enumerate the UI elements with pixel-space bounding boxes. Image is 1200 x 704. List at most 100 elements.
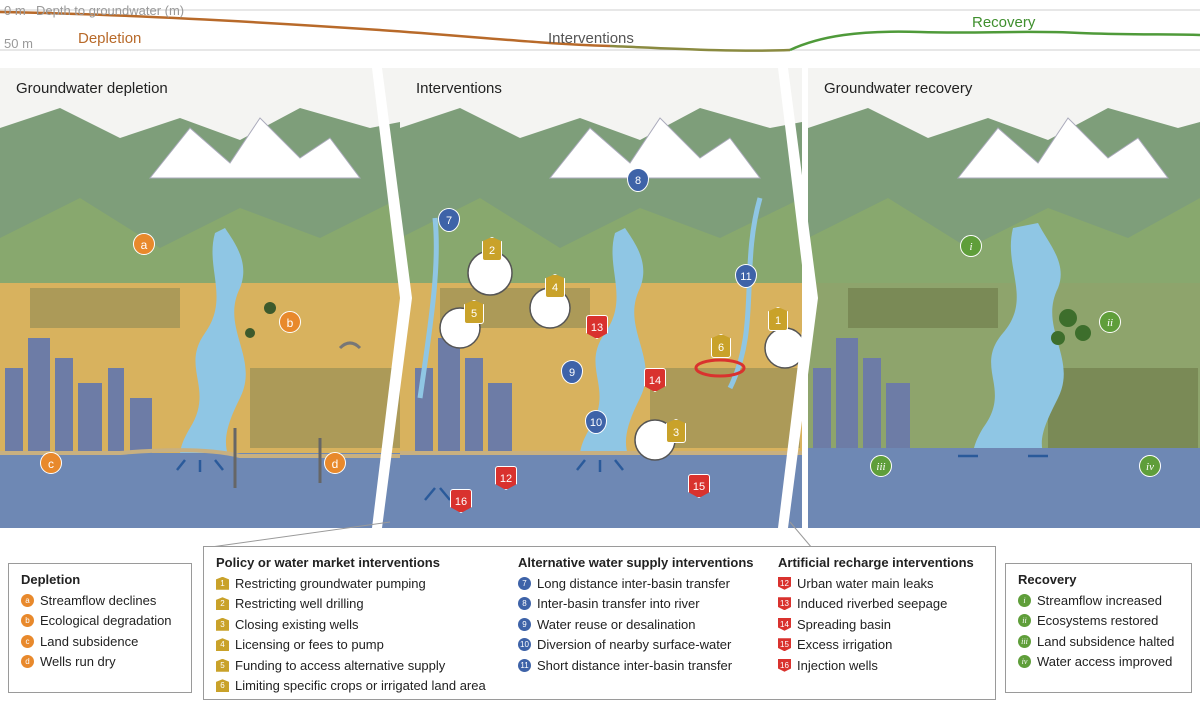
- chevron-arrow-interventions-to-recovery: [778, 68, 818, 528]
- marker-7-long-distance-transfer: 7: [438, 208, 460, 232]
- marker-ii-ecosystems-restored: ii: [1099, 311, 1121, 333]
- marker-14-spreading-basin: 14: [644, 368, 666, 392]
- legend-label: Spreading basin: [797, 616, 891, 632]
- marker-8-transfer-into-river: 8: [627, 168, 649, 192]
- marker-icon-a: a: [21, 593, 34, 607]
- legend-recovery-item: iv Water access improved: [1018, 652, 1179, 673]
- marker-icon-i: i: [1018, 593, 1031, 607]
- phase-label-recovery: Recovery: [972, 14, 1036, 31]
- marker-10-surface-water-diversion: 10: [585, 410, 607, 434]
- legend-policy-item: 2 Restricting well drilling: [216, 594, 486, 615]
- marker-icon-d: d: [21, 655, 34, 669]
- legend-recharge-item: 14 Spreading basin: [778, 614, 974, 635]
- legend-label: Ecosystems restored: [1037, 613, 1159, 629]
- legend-policy-item: 3 Closing existing wells: [216, 614, 486, 635]
- panel-title-depletion: Groundwater depletion: [16, 80, 168, 97]
- marker-11-short-distance-transfer: 11: [735, 264, 757, 288]
- depth-tick-top: 0 m: [4, 3, 26, 18]
- legend-policy-item: 1 Restricting groundwater pumping: [216, 573, 486, 594]
- phase-label-depletion: Depletion: [78, 30, 142, 47]
- legend-label: Limiting specific crops or irrigated lan…: [235, 678, 486, 694]
- panel-groundwater-recovery: Groundwater recovery i ii iii iv: [808, 68, 1200, 528]
- marker-icon-4: 4: [216, 638, 229, 652]
- marker-1-restricting-pumping: 1: [768, 307, 788, 331]
- phase-label-interventions: Interventions: [548, 30, 634, 47]
- legend-label: Closing existing wells: [235, 616, 359, 632]
- legend-label: Restricting groundwater pumping: [235, 575, 426, 591]
- depletion-landscape-illustration: [0, 68, 400, 528]
- marker-b-ecological-degradation: b: [279, 311, 301, 333]
- marker-6-limiting-crops: 6: [711, 334, 731, 358]
- chevron-arrow-depletion-to-interventions: [372, 68, 412, 528]
- marker-icon-9: 9: [518, 617, 531, 631]
- legend-label: Streamflow declines: [40, 592, 157, 608]
- marker-3-closing-wells: 3: [666, 419, 686, 443]
- legend-alternative-item: 9 Water reuse or desalination: [518, 614, 754, 635]
- marker-icon-1: 1: [216, 576, 229, 590]
- legend-recovery-item: iii Land subsidence halted: [1018, 631, 1179, 652]
- marker-icon-3: 3: [216, 617, 229, 631]
- legend-depletion-item: a Streamflow declines: [21, 590, 179, 611]
- legend-alternative-item: 11 Short distance inter-basin transfer: [518, 655, 754, 676]
- marker-a-streamflow-declines: a: [133, 233, 155, 255]
- legend-label: Inter-basin transfer into river: [537, 596, 700, 612]
- legend-alternative-column: Alternative water supply interventions 7…: [518, 555, 754, 676]
- legend-recharge-item: 12 Urban water main leaks: [778, 573, 974, 594]
- marker-icon-14: 14: [778, 617, 791, 631]
- marker-i-streamflow-increased: i: [960, 235, 982, 257]
- legend-policy-title: Policy or water market interventions: [216, 555, 440, 570]
- marker-icon-iii: iii: [1018, 634, 1031, 648]
- marker-iii-subsidence-halted: iii: [870, 455, 892, 477]
- marker-icon-11: 11: [518, 658, 531, 672]
- marker-15-excess-irrigation: 15: [688, 474, 710, 498]
- marker-5-funding-alternative: 5: [464, 300, 484, 324]
- legend-label: Land subsidence halted: [1037, 633, 1175, 649]
- marker-icon-b: b: [21, 614, 34, 628]
- marker-icon-7: 7: [518, 576, 531, 590]
- marker-icon-10: 10: [518, 638, 531, 652]
- depth-tick-bottom: 50 m: [4, 36, 33, 51]
- marker-12-main-leaks: 12: [495, 466, 517, 490]
- legend-recovery-item: i Streamflow increased: [1018, 590, 1179, 611]
- depth-to-groundwater-strip: 0 m Depth to groundwater (m) 50 m Deplet…: [0, 0, 1200, 62]
- depth-axis-title: Depth to groundwater (m): [36, 3, 185, 18]
- legend-label: Water access improved: [1037, 654, 1173, 670]
- legend-label: Wells run dry: [40, 654, 116, 670]
- panel-title-interventions: Interventions: [416, 80, 502, 97]
- marker-d-wells-run-dry: d: [324, 452, 346, 474]
- legend-connector-lines: [203, 521, 813, 549]
- marker-icon-iv: iv: [1018, 655, 1031, 669]
- legend-label: Ecological degradation: [40, 613, 172, 629]
- legend-depletion-title: Depletion: [21, 572, 81, 587]
- marker-13-riverbed-seepage: 13: [586, 315, 608, 339]
- legend-label: Urban water main leaks: [797, 575, 934, 591]
- panel-groundwater-depletion: Groundwater depletion a b c d: [0, 68, 400, 528]
- legend-label: Water reuse or desalination: [537, 616, 696, 632]
- marker-icon-12: 12: [778, 576, 791, 590]
- marker-iv-water-access-improved: iv: [1139, 455, 1161, 477]
- legend-label: Restricting well drilling: [235, 596, 364, 612]
- legend-label: Induced riverbed seepage: [797, 596, 948, 612]
- legend-label: Short distance inter-basin transfer: [537, 657, 733, 673]
- marker-icon-2: 2: [216, 597, 229, 611]
- marker-icon-c: c: [21, 634, 34, 648]
- legend-label: Licensing or fees to pump: [235, 637, 384, 653]
- marker-16-injection-wells: 16: [450, 489, 472, 513]
- legend-alternative-title: Alternative water supply interventions: [518, 555, 754, 570]
- marker-icon-16: 16: [778, 658, 791, 672]
- legend-label: Streamflow increased: [1037, 592, 1162, 608]
- marker-icon-15: 15: [778, 638, 791, 652]
